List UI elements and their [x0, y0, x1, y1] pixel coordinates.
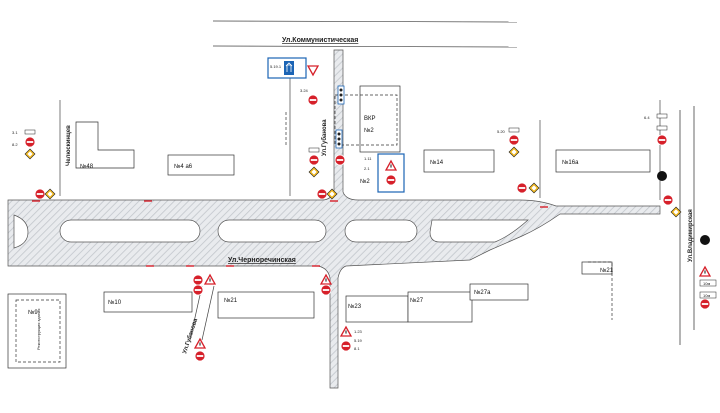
sign-code-8-1: 8.1: [354, 346, 360, 351]
sign-code-5-20: 5.20: [497, 129, 506, 134]
road-vladimirskaya: [679, 106, 695, 345]
info-panel-sign: 5.19.1: [267, 57, 307, 79]
sign-code-1-11: 1.11: [364, 156, 372, 161]
building-21: №21: [224, 297, 238, 304]
sign-cluster-left: [24, 129, 56, 200]
building-14: №14: [430, 159, 444, 166]
barriers: [32, 200, 548, 267]
sign-code-2-1: 2.1: [364, 166, 370, 171]
street-gubanova-south: Ул.Губанова: [181, 317, 199, 355]
reconstruction-label: Реконструкция здания: [36, 309, 41, 350]
road-chernorechenskaya: [7, 49, 661, 389]
plate-10m-b: 10м: [703, 293, 710, 298]
sign-cluster-bottom-left: [192, 274, 216, 362]
sign-cluster-14: [508, 127, 540, 194]
plate-10m-a: 10м: [703, 281, 710, 286]
sign-code-6-4: 6.4: [644, 115, 650, 120]
building-4a6: №4 а6: [174, 163, 193, 170]
building-2: №2: [364, 127, 374, 134]
traffic-light-icon: [337, 85, 345, 105]
info-panel-code: 5.19.1: [270, 64, 282, 69]
street-kommunisticheskaya: Ул.Коммунистическая: [282, 37, 358, 44]
building-9: №9: [28, 309, 38, 316]
sign-cluster-right-top: [656, 113, 682, 218]
traffic-light-icon: [335, 129, 343, 149]
building-27: №27: [410, 297, 424, 304]
street-vladimirskaya: Ул.Владимирская: [688, 209, 694, 262]
building-16a: №16а: [562, 159, 579, 166]
building-48: №48: [80, 163, 94, 170]
buildings: [7, 85, 651, 369]
street-gubanova: Ул.Губанова: [321, 119, 328, 156]
road-works-sign-panel: [377, 153, 405, 193]
sign-cluster-vladimirskaya: [699, 235, 717, 310]
building-21-right: №21: [600, 267, 614, 274]
building-23: №23: [348, 303, 362, 310]
sign-code-5-19: 5.19: [354, 338, 363, 343]
top-border-lines: [212, 20, 518, 48]
building-10: №10: [108, 299, 122, 306]
sign-code-1-23: 1.23: [354, 329, 363, 334]
street-chelyuskintsev: Челюскинцев: [66, 125, 72, 166]
sign-code-3-24: 3.24: [300, 88, 309, 93]
street-chernorechenskaya: Ул.Черноречинская: [228, 257, 296, 264]
give-way-sign: [307, 65, 319, 76]
no-entry-sign: [307, 94, 319, 106]
building-vkr: ВКР: [364, 116, 376, 122]
building-27a: №27а: [474, 289, 491, 296]
no-entry-sign: [334, 154, 346, 166]
building-2b: №2: [360, 178, 370, 185]
sign-code-3-1: 3.1: [12, 130, 18, 135]
sign-code-8-2: 8.2: [12, 142, 18, 147]
